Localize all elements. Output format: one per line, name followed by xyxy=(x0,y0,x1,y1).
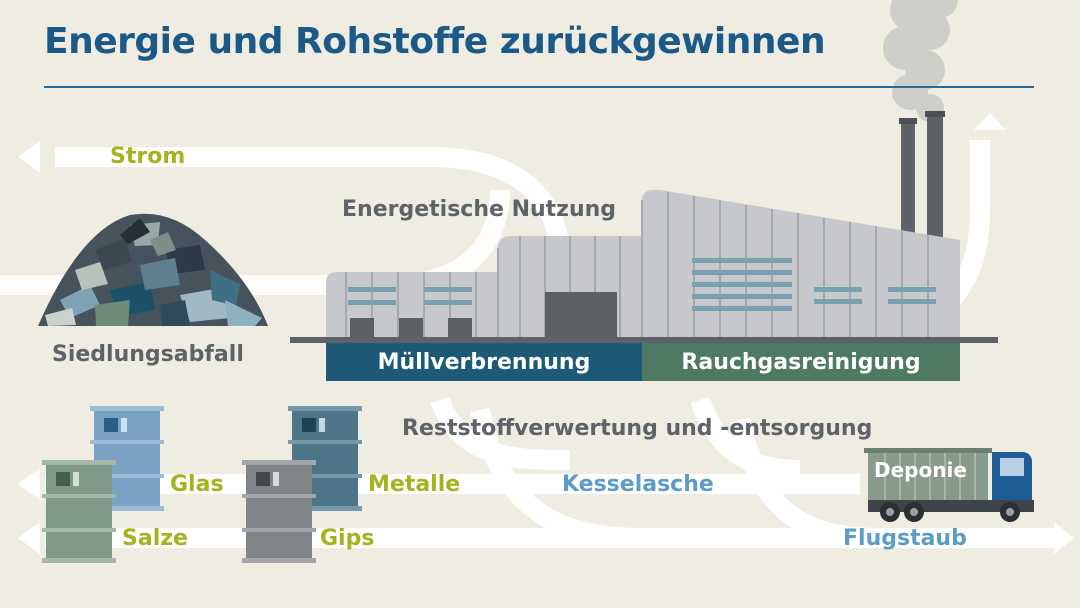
barrel-salze-icon xyxy=(42,460,116,563)
dump-truck-icon xyxy=(864,448,1034,522)
arrow-up-icon xyxy=(974,113,1006,130)
title-divider xyxy=(44,86,1034,88)
smoke-icon xyxy=(883,0,958,122)
waste-pile-icon xyxy=(38,213,268,326)
band-muellverbrennung: Müllverbrennung xyxy=(326,343,642,381)
arrow-left-icon xyxy=(18,468,40,500)
label-siedlungsabfall: Siedlungsabfall xyxy=(52,342,244,367)
label-glas: Glas xyxy=(170,472,224,497)
label-muellverbrennung: Müllverbrennung xyxy=(377,349,591,375)
label-rauchgasreinigung: Rauchgasreinigung xyxy=(681,349,921,375)
label-gips: Gips xyxy=(320,526,375,551)
barrel-gips-icon xyxy=(242,460,316,563)
incineration-plant-icon xyxy=(290,189,998,343)
arrow-left-icon xyxy=(18,141,40,173)
label-deponie: Deponie xyxy=(874,458,967,482)
label-flugstaub: Flugstaub xyxy=(843,526,967,551)
label-kesselasche: Kesselasche xyxy=(562,472,714,497)
flow-arrowheads xyxy=(18,113,1074,554)
label-energetische-nutzung: Energetische Nutzung xyxy=(342,197,617,222)
chimney-icon xyxy=(901,122,915,240)
arrow-left-icon xyxy=(18,522,40,554)
label-metalle: Metalle xyxy=(368,472,461,497)
page-title: Energie und Rohstoffe zurückgewinnen xyxy=(44,21,826,62)
label-salze: Salze xyxy=(122,526,188,551)
label-strom: Strom xyxy=(110,144,186,169)
band-rauchgasreinigung: Rauchgasreinigung xyxy=(642,343,960,381)
label-reststoffverwertung: Reststoffverwertung und -entsorgung xyxy=(402,416,873,441)
arrow-right-icon xyxy=(1054,522,1074,554)
chimney-icon xyxy=(927,115,943,240)
